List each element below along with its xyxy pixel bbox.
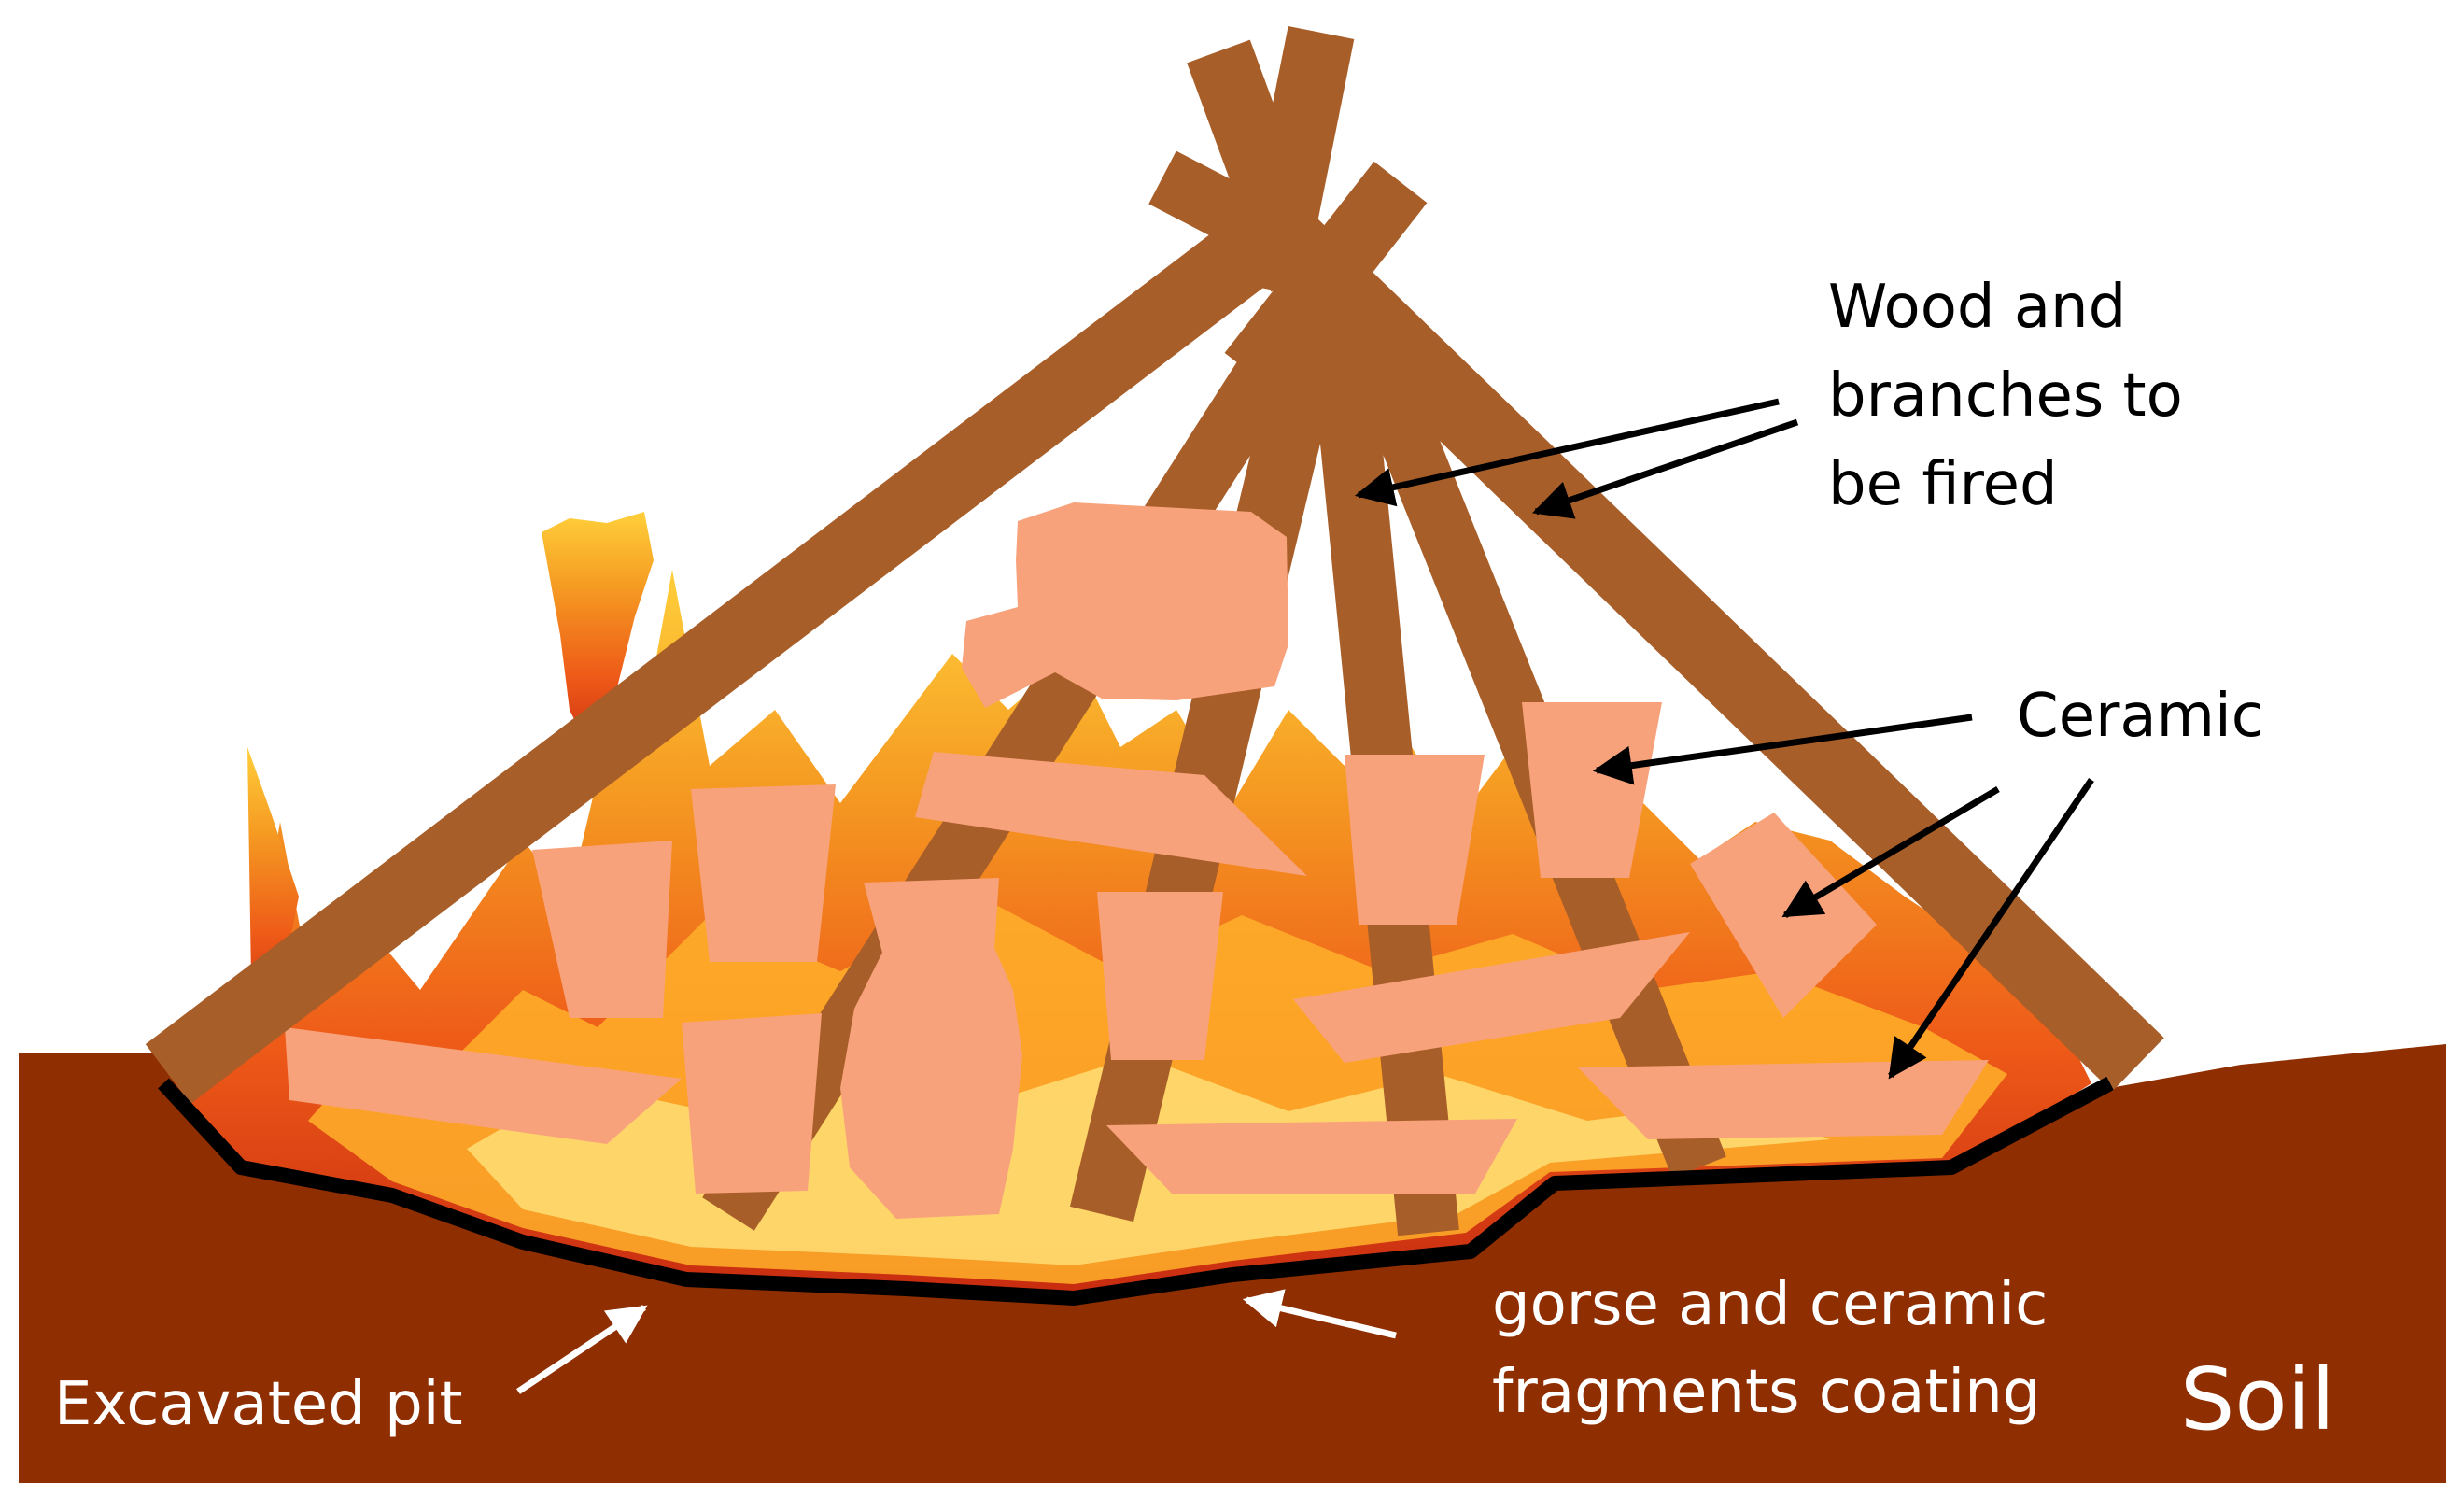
wood-label-line-1: Wood and xyxy=(1828,273,2126,342)
ceramic-plate-right-mid xyxy=(1293,932,1690,1063)
wood-arrow-1 xyxy=(1354,398,1780,507)
ceramic-cup-6 xyxy=(682,1013,822,1194)
coating-arrow xyxy=(1242,1289,1397,1339)
wood-pole-top-3 xyxy=(1224,161,1428,395)
ceramic-plate-left xyxy=(285,1027,682,1144)
ceramic-arrow-1 xyxy=(1592,714,1973,785)
ceramic-label: Ceramic xyxy=(2017,682,2264,751)
ceramic-pieces xyxy=(285,502,1989,1219)
ceramic-plate-diagonal xyxy=(915,752,1307,876)
ceramic-jug-top xyxy=(962,502,1288,708)
wood-pole-top-4 xyxy=(1148,150,1302,270)
wood-poles-front xyxy=(145,25,2164,1104)
coating-label: gorse and ceramic fragments coating xyxy=(1492,1270,2067,1427)
wood-pole-left-long xyxy=(145,213,1284,1104)
wood-label-line-3: be fired xyxy=(1828,450,2058,519)
pit-arrow xyxy=(516,1305,648,1394)
ceramic-cup-4 xyxy=(1345,755,1485,925)
soil-label: Soil xyxy=(2180,1349,2335,1449)
wood-label-line-2: branches to xyxy=(1828,361,2183,431)
coating-label-line-1: gorse and ceramic xyxy=(1492,1270,2048,1339)
ceramic-arrow-3 xyxy=(1888,778,2094,1080)
label-arrows xyxy=(516,398,2094,1394)
wood-label: Wood and branches to be fired xyxy=(1828,273,2202,519)
labels: Wood and branches to be fired Ceramic go… xyxy=(54,273,2335,1449)
ceramic-vase xyxy=(840,878,1022,1219)
pit-lining-coating xyxy=(158,1076,2114,1306)
wood-pole-right-long xyxy=(1253,206,2164,1092)
ceramic-plate-bottom xyxy=(1106,1119,1517,1194)
ceramic-arrow-2 xyxy=(1781,785,2000,919)
ceramic-cup-3 xyxy=(1097,892,1223,1060)
flame-tongue-tall xyxy=(542,512,654,766)
coating-label-line-2: fragments coating xyxy=(1492,1358,2040,1427)
soil-ground xyxy=(19,1044,2446,1483)
ceramic-cup-1 xyxy=(532,841,672,1018)
wood-arrow-2 xyxy=(1532,418,1799,519)
ceramic-cup-2 xyxy=(691,784,836,962)
pit-label: Excavated pit xyxy=(54,1370,463,1439)
ceramic-plate-right-bottom xyxy=(1578,1060,1989,1139)
